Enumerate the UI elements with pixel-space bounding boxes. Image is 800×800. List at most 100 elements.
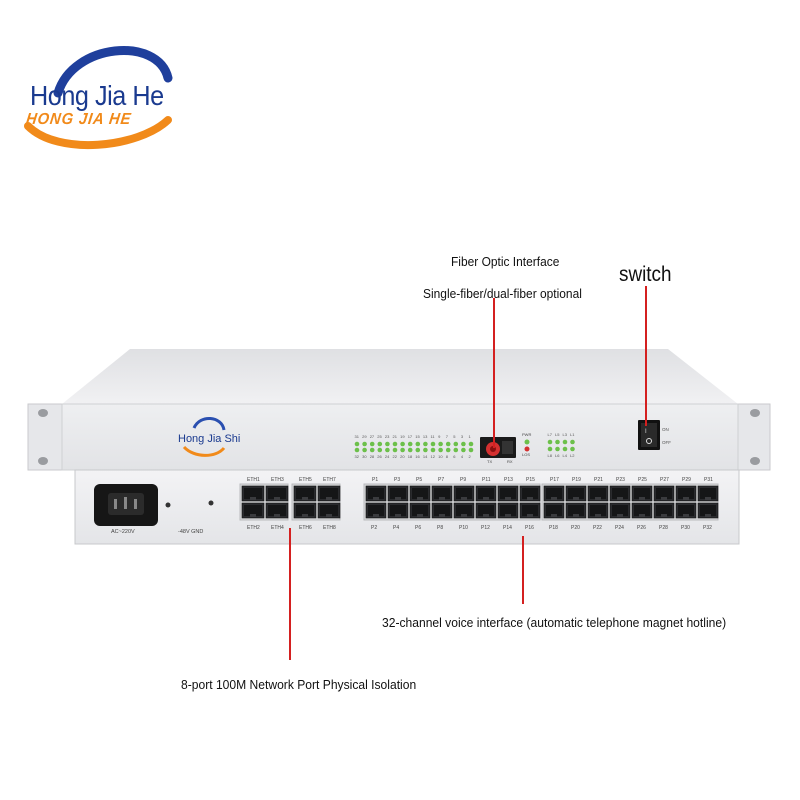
phone-port-label: P21 <box>594 477 603 483</box>
logo-text: Hong Jia He <box>30 80 164 111</box>
led-number-label: 23 <box>385 434 390 439</box>
phone-port-label: P4 <box>393 525 399 531</box>
switch-off-label: OFF <box>662 440 671 445</box>
phone-port-label: P17 <box>550 477 559 483</box>
led-number-label: 4 <box>461 454 464 459</box>
power-switch[interactable]: I <box>638 420 660 450</box>
phone-port[interactable] <box>365 502 387 519</box>
phone-port-label: P10 <box>459 525 468 531</box>
phone-port[interactable] <box>675 502 697 519</box>
ac-power-socket[interactable] <box>94 484 158 526</box>
dc-label: -48V GND <box>178 529 203 535</box>
channel-led <box>385 441 390 447</box>
phone-port[interactable] <box>497 485 519 502</box>
phone-port-label: P16 <box>525 525 534 531</box>
led-number-label: 25 <box>377 434 382 439</box>
phone-port-label: P32 <box>703 525 712 531</box>
channel-led <box>415 441 421 447</box>
phone-port[interactable] <box>519 485 541 502</box>
phone-port[interactable] <box>697 485 719 502</box>
channel-led <box>461 447 466 453</box>
led-number-label: 12 <box>431 454 436 459</box>
phone-port[interactable] <box>409 485 431 502</box>
switch-annotation-line <box>645 286 647 426</box>
lan-led-label: L1 <box>570 432 575 437</box>
ethernet-port[interactable] <box>293 485 317 502</box>
phone-port[interactable] <box>519 502 541 519</box>
lan-led-label: L2 <box>570 453 575 458</box>
led-number-label: 10 <box>438 454 443 459</box>
phone-port[interactable] <box>653 485 675 502</box>
phone-port[interactable] <box>609 485 631 502</box>
phone-port[interactable] <box>387 485 409 502</box>
phone-port[interactable] <box>587 502 609 519</box>
phone-port-label: P3 <box>394 477 400 483</box>
lan-led <box>547 439 553 445</box>
phone-port[interactable] <box>475 502 497 519</box>
channel-led <box>453 447 459 453</box>
los-led <box>524 446 530 452</box>
phone-port[interactable] <box>565 502 587 519</box>
phone-port[interactable] <box>565 485 587 502</box>
phone-port[interactable] <box>653 502 675 519</box>
pwr-led <box>524 439 530 445</box>
phone-port[interactable] <box>365 485 387 502</box>
channel-led <box>407 441 413 447</box>
led-number-label: 13 <box>423 434 428 439</box>
led-number-label: 21 <box>393 434 398 439</box>
led-number-label: 1 <box>469 434 472 439</box>
phone-port[interactable] <box>609 502 631 519</box>
phone-port[interactable] <box>631 502 653 519</box>
phone-port[interactable] <box>387 502 409 519</box>
ethernet-port[interactable] <box>265 502 289 519</box>
channel-led <box>430 441 436 447</box>
channel-led <box>362 441 367 447</box>
phone-port-label: P13 <box>504 477 513 483</box>
brand-logo: Hong Jia He HONG JIA HE <box>18 38 198 153</box>
lan-led <box>562 446 568 452</box>
phone-port-label: P8 <box>437 525 443 531</box>
channel-led <box>438 447 443 453</box>
fiber-port[interactable] <box>480 437 516 458</box>
lan-led <box>555 446 560 452</box>
dc-terminal <box>165 502 171 508</box>
ethernet-port[interactable] <box>293 502 317 519</box>
chassis-top <box>62 349 738 404</box>
phone-port[interactable] <box>453 485 475 502</box>
phone-port[interactable] <box>697 502 719 519</box>
phone-port[interactable] <box>587 485 609 502</box>
lan-led-label: L5 <box>555 432 560 437</box>
network-annotation-line <box>289 528 291 660</box>
channel-led <box>453 441 459 447</box>
phone-port[interactable] <box>675 485 697 502</box>
ethernet-port[interactable] <box>241 502 265 519</box>
ethernet-port[interactable] <box>241 485 265 502</box>
ethernet-port[interactable] <box>317 502 341 519</box>
voice-annotation-line <box>522 536 524 604</box>
led-number-label: 28 <box>370 454 375 459</box>
phone-port-label: P12 <box>481 525 490 531</box>
ethernet-port[interactable] <box>265 485 289 502</box>
phone-port[interactable] <box>431 485 453 502</box>
ethernet-port[interactable] <box>317 485 341 502</box>
channel-led <box>385 447 390 453</box>
phone-port[interactable] <box>409 502 431 519</box>
phone-port[interactable] <box>475 485 497 502</box>
lan-led <box>562 439 568 445</box>
phone-port[interactable] <box>631 485 653 502</box>
led-number-label: 6 <box>453 454 456 459</box>
led-number-label: 26 <box>377 454 382 459</box>
channel-led <box>438 441 443 447</box>
phone-port[interactable] <box>543 485 565 502</box>
phone-port[interactable] <box>543 502 565 519</box>
led-number-label: 32 <box>355 454 360 459</box>
phone-port[interactable] <box>453 502 475 519</box>
led-number-label: 24 <box>385 454 390 459</box>
phone-port[interactable] <box>431 502 453 519</box>
channel-led <box>354 441 360 447</box>
channel-led <box>423 441 428 447</box>
channel-led <box>392 441 398 447</box>
phone-port[interactable] <box>497 502 519 519</box>
